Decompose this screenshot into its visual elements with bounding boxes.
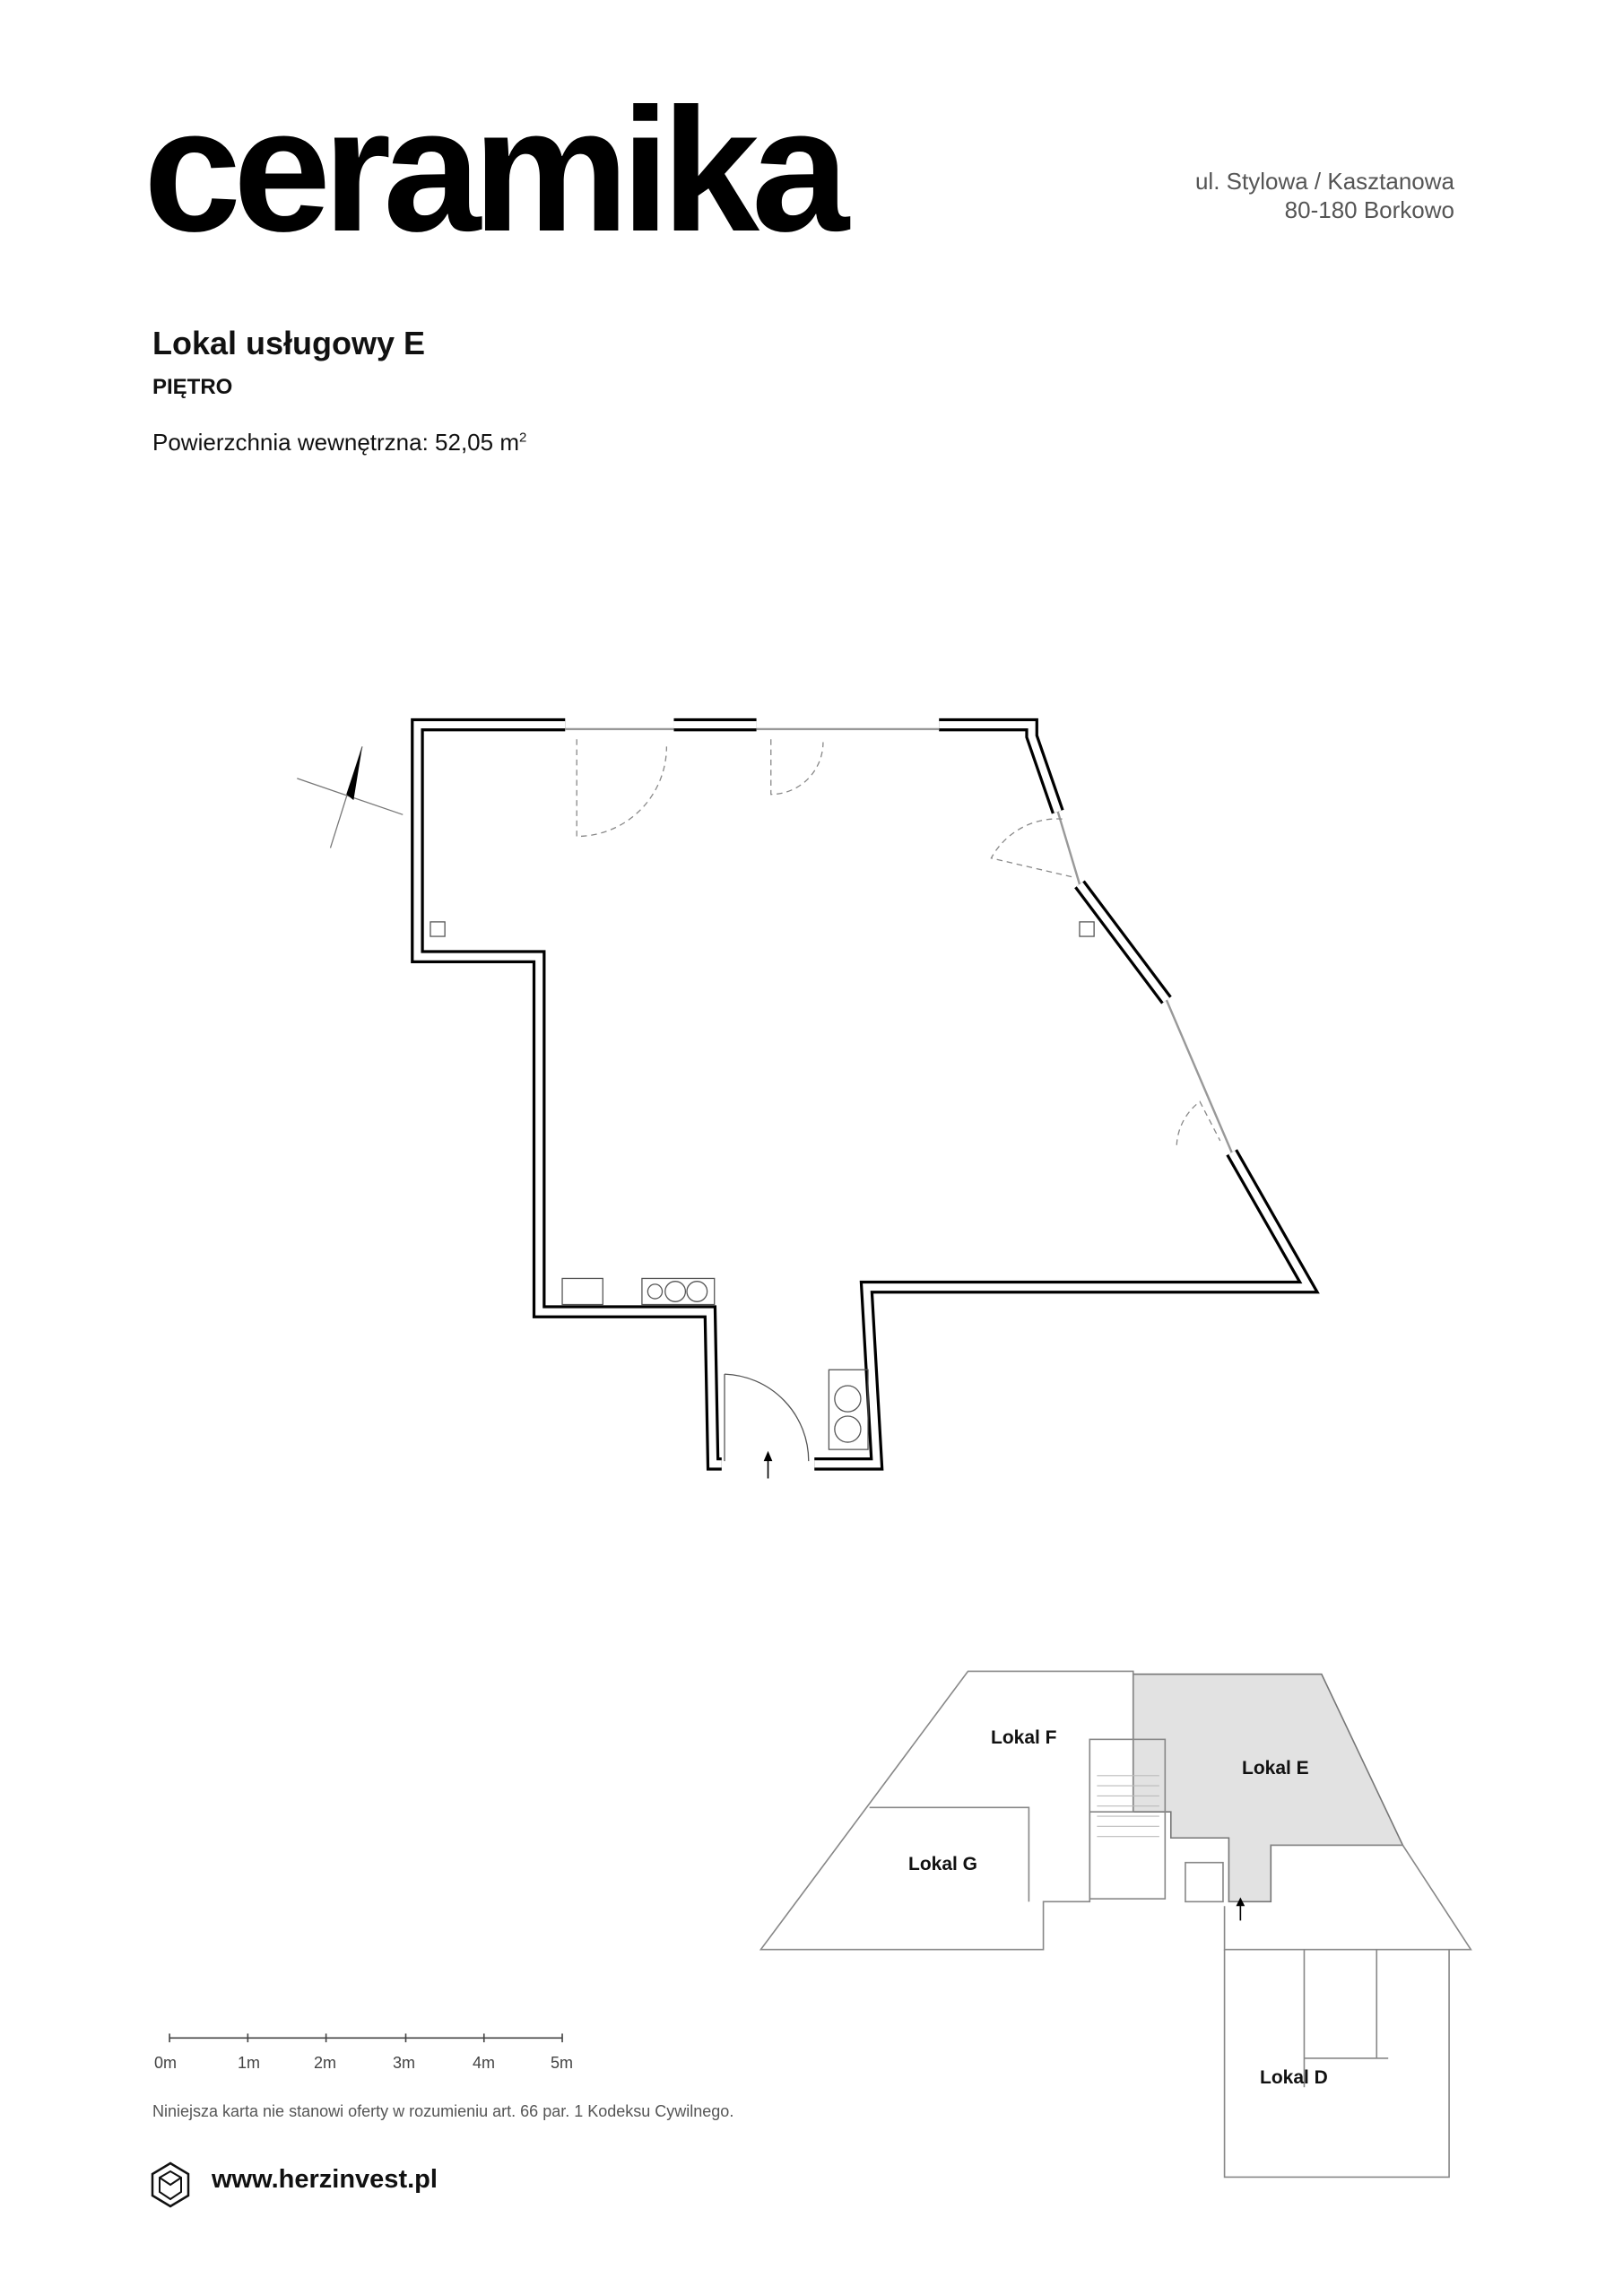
disclaimer: Niniejsza karta nie stanowi oferty w roz… xyxy=(152,2102,734,2120)
unit-floor: PIĘTRO xyxy=(152,375,233,399)
address: ul. Stylowa / Kasztanowa 80-180 Borkowo xyxy=(1195,167,1454,224)
brand-logo: ceramika xyxy=(143,72,849,268)
key-label-lokal-g: Lokal G xyxy=(908,1854,978,1874)
scale-label-1: 1m xyxy=(238,2054,261,2072)
key-label-lokal-f: Lokal F xyxy=(991,1727,1057,1748)
key-label-lokal-d: Lokal D xyxy=(1260,2067,1328,2088)
key-plan-lokal-e-highlight xyxy=(1132,1673,1404,1903)
scale-label-4: 4m xyxy=(473,2054,496,2072)
unit-title: Lokal usługowy E xyxy=(152,325,426,361)
area-sup: 2 xyxy=(518,430,527,446)
area-text: Powierzchnia wewnętrzna: 52,05 m xyxy=(152,429,519,456)
north-arrow-icon xyxy=(297,746,404,848)
address-line-1: ul. Stylowa / Kasztanowa xyxy=(1194,168,1454,195)
scale-label-0: 0m xyxy=(154,2054,178,2072)
key-plan xyxy=(759,1670,1472,2179)
herzinvest-logo-icon xyxy=(151,2161,190,2208)
scale-bar xyxy=(169,2033,563,2043)
unit-area: Powierzchnia wewnętrzna: 52,05 m2 xyxy=(152,429,526,457)
website-link[interactable]: www.herzinvest.pl xyxy=(212,2165,438,2194)
entrance-arrow-icon xyxy=(763,1450,773,1479)
scale-label-3: 3m xyxy=(393,2054,416,2072)
scale-label-2: 2m xyxy=(314,2054,337,2072)
address-line-2: 80-180 Borkowo xyxy=(1284,196,1454,223)
main-unit-walls xyxy=(411,718,1320,1471)
key-plan-arrow-icon xyxy=(1236,1897,1245,1921)
scale-label-5: 5m xyxy=(551,2054,574,2072)
key-label-lokal-e: Lokal E xyxy=(1242,1758,1309,1779)
